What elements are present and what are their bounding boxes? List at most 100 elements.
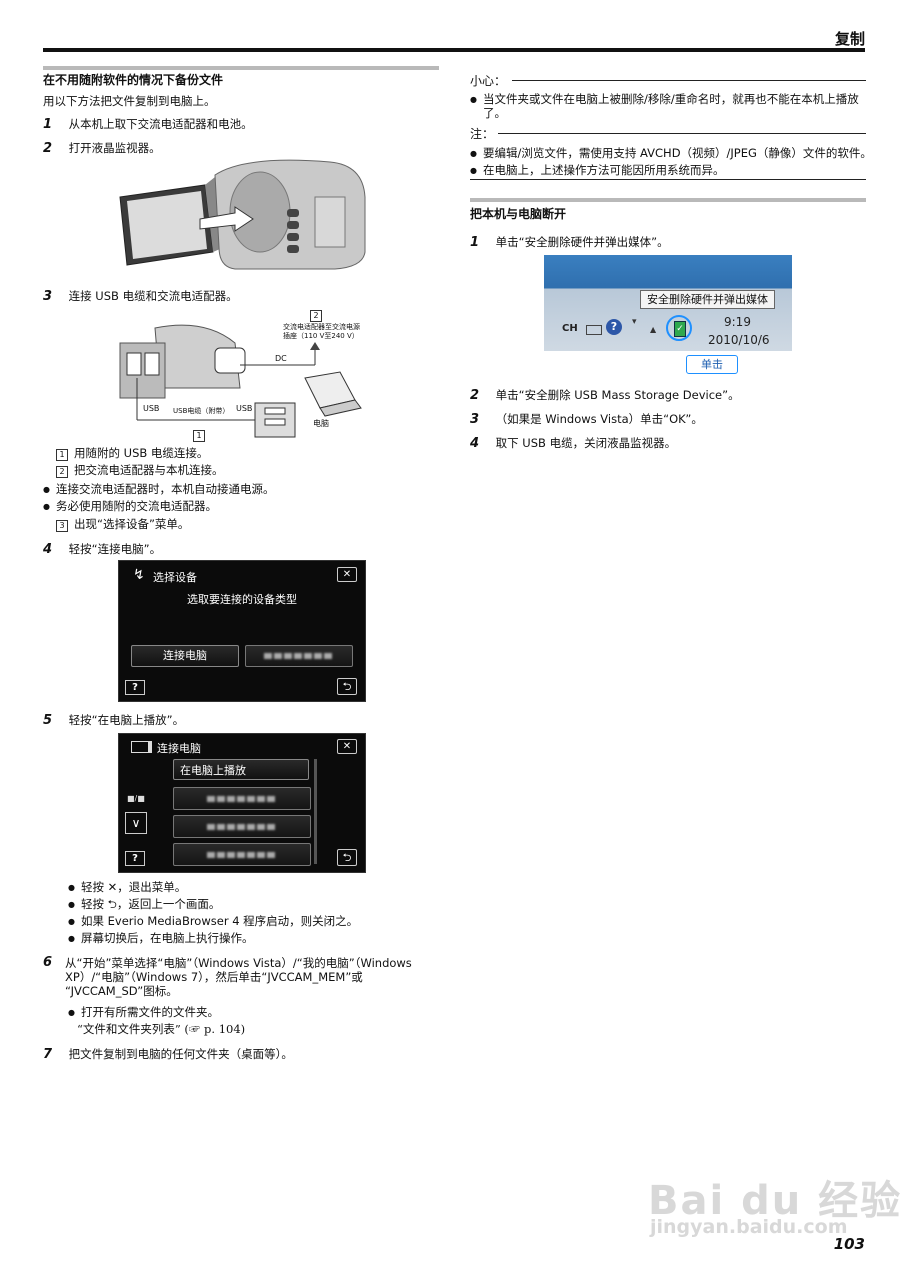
screen-subtitle: 选取要连接的设备类型 [187,593,297,606]
step3-bullet-1: 连接交流电适配器时，本机自动接通电源。 [43,481,275,497]
step-num: 3 [43,289,53,304]
step-num: 1 [43,117,53,132]
step-4: 4 轻按“连接电脑”。 [43,541,161,557]
show-hidden-icons[interactable]: ▲ [650,325,657,334]
step-5: 5 轻按“在电脑上播放”。 [43,712,184,728]
step-num: 3 [470,412,480,427]
menu-item-4[interactable] [173,843,311,866]
clock-date: 2010/10/6 [708,333,770,347]
click-callout-label: 单击 [686,355,738,374]
r-step-3: 3 （如果是 Windows Vista）单击“OK”。 [470,411,703,427]
help-button[interactable]: ? [125,680,145,695]
step-num: 2 [470,388,480,403]
step-text: 从本机上取下交流电适配器和电池。 [68,117,253,131]
note-2: 在电脑上，上述操作方法可能因所用系统而异。 [470,162,725,178]
caution-line-2: 了。 [483,106,506,120]
caution-rule [512,80,866,81]
scroll-down-button[interactable]: ∨ [125,812,147,834]
page-header-title: 复制 [834,30,865,48]
connect-pc-screen: 连接电脑 ✕ 在电脑上播放 ■/■ ∨ ? ⮌ [118,733,366,873]
step-text: 轻按“连接电脑”。 [68,542,162,556]
step-text: 连接 USB 电缆和交流电适配器。 [68,289,238,303]
step-text-line-1: 从“开始”菜单选择“电脑”（Windows Vista）/“我的电脑”（Wind… [65,956,412,970]
step6-bullet: 打开有所需文件的文件夹。 [68,1004,219,1020]
step-2: 2 打开液晶监视器。 [43,140,161,156]
connection-diagram: 2 交流电适配器至交流电源 插座（110 V至240 V） DC USB USB… [115,308,375,443]
note-box: 3 [56,520,68,532]
step3-note-3: 3 出现“选择设备”菜单。 [56,516,189,532]
note-text: 把交流电适配器与本机连接。 [74,463,224,477]
connection-diagram-art [119,324,362,438]
note-text: 出现“选择设备”菜单。 [74,517,190,531]
page-counter: ■/■ [127,794,145,803]
monitor-icon [131,741,152,753]
ac-label-2: 插座（110 V至240 V） [283,332,359,340]
help-icon[interactable]: ? [606,319,622,335]
header-rule [43,48,865,52]
screen-title: 选择设备 [153,571,197,584]
highlight-circle [666,315,692,341]
menu-item-2[interactable] [173,787,311,810]
step5-bullet-4: 屏幕切换后，在电脑上执行操作。 [68,930,254,946]
note-box: 2 [56,466,68,478]
scrollbar[interactable] [314,759,317,864]
step-num: 6 [43,955,53,970]
back-icon[interactable]: ⮌ [337,849,357,866]
tooltip-safely-remove: 安全删除硬件并弹出媒体 [640,290,775,309]
usb-left-label: USB [143,404,160,413]
close-icon[interactable]: ✕ [337,567,357,582]
connect-pc-button[interactable]: 连接电脑 [131,645,239,667]
usb-right-label: USB [236,404,253,413]
step-num: 7 [43,1047,53,1062]
r-step-1: 1 单击“安全删除硬件并弹出媒体”。 [470,234,669,250]
blurred-label [207,823,277,830]
note-text: 用随附的 USB 电缆连接。 [74,446,209,460]
step3-bullet-2: 务必使用随附的交流电适配器。 [43,498,217,514]
section-bar-right [470,198,866,202]
note-end-rule [470,179,866,180]
section-title-backup: 在不用随附软件的情况下备份文件 [43,73,224,87]
screen-title: 连接电脑 [157,742,201,755]
section-title-disconnect: 把本机与电脑断开 [470,207,567,221]
menu-item-3[interactable] [173,815,311,838]
play-on-pc-item[interactable]: 在电脑上播放 [173,759,309,780]
step5-bullet-2: 轻按 ⮌，返回上一个画面。 [68,896,220,916]
options-icon[interactable]: ▾ [632,317,637,327]
blurred-label [207,851,277,858]
step-text-line-3: “JVCCAM_SD”图标。 [65,984,178,998]
step-text: 单击“安全删除 USB Mass Storage Device”。 [495,388,740,402]
dc-label: DC [275,354,287,363]
step-num: 5 [43,713,53,728]
step-num: 1 [470,235,480,250]
step6-reference-link[interactable]: “文件和文件夹列表” (☞ p. 104) [77,1022,246,1036]
step-text: （如果是 Windows Vista）单击“OK”。 [495,412,703,426]
caution-label: 小心： [470,74,507,88]
usb-cable-label: USB电缆（附带） [173,407,230,415]
close-icon[interactable]: ✕ [337,739,357,754]
step-text: 单击“安全删除硬件并弹出媒体”。 [495,235,669,249]
other-option-button[interactable] [245,645,353,667]
connect-icon: ↯ [133,567,145,583]
page-number: 103 [833,1235,865,1253]
safely-remove-hardware-icon[interactable]: ✓ [674,321,686,337]
language-indicator[interactable]: CH [562,323,578,334]
step-num: 4 [43,542,53,557]
r-step-2: 2 单击“安全删除 USB Mass Storage Device”。 [470,387,740,403]
blurred-label [207,795,277,802]
taskbar-screenshot: 安全删除硬件并弹出媒体 CH ? ▾ ▲ ✓ 9:19 2010/10/6 [544,255,792,351]
step-num: 4 [470,436,480,451]
step5-bullet-1: 轻按 ✕，退出菜单。 [68,879,186,895]
clock-time: 9:19 [724,315,751,329]
watermark-brand: Bai du 经验 [648,1178,903,1224]
step3-note-2: 2 把交流电适配器与本机连接。 [56,462,224,478]
help-button[interactable]: ? [125,851,145,866]
step-num: 2 [43,141,53,156]
step5-bullet-3: 如果 Everio MediaBrowser 4 程序启动，则关闭之。 [68,913,358,929]
watermark-url: jingyan.baidu.com [650,1216,848,1238]
keyboard-icon[interactable] [586,325,602,335]
pc-label: 电脑 [313,419,329,428]
intro-text: 用以下方法把文件复制到电脑上。 [43,94,216,108]
back-icon[interactable]: ⮌ [337,678,357,695]
select-device-screen: ↯ 选择设备 ✕ 选取要连接的设备类型 连接电脑 ? ⮌ [118,560,366,702]
step-1: 1 从本机上取下交流电适配器和电池。 [43,116,253,132]
